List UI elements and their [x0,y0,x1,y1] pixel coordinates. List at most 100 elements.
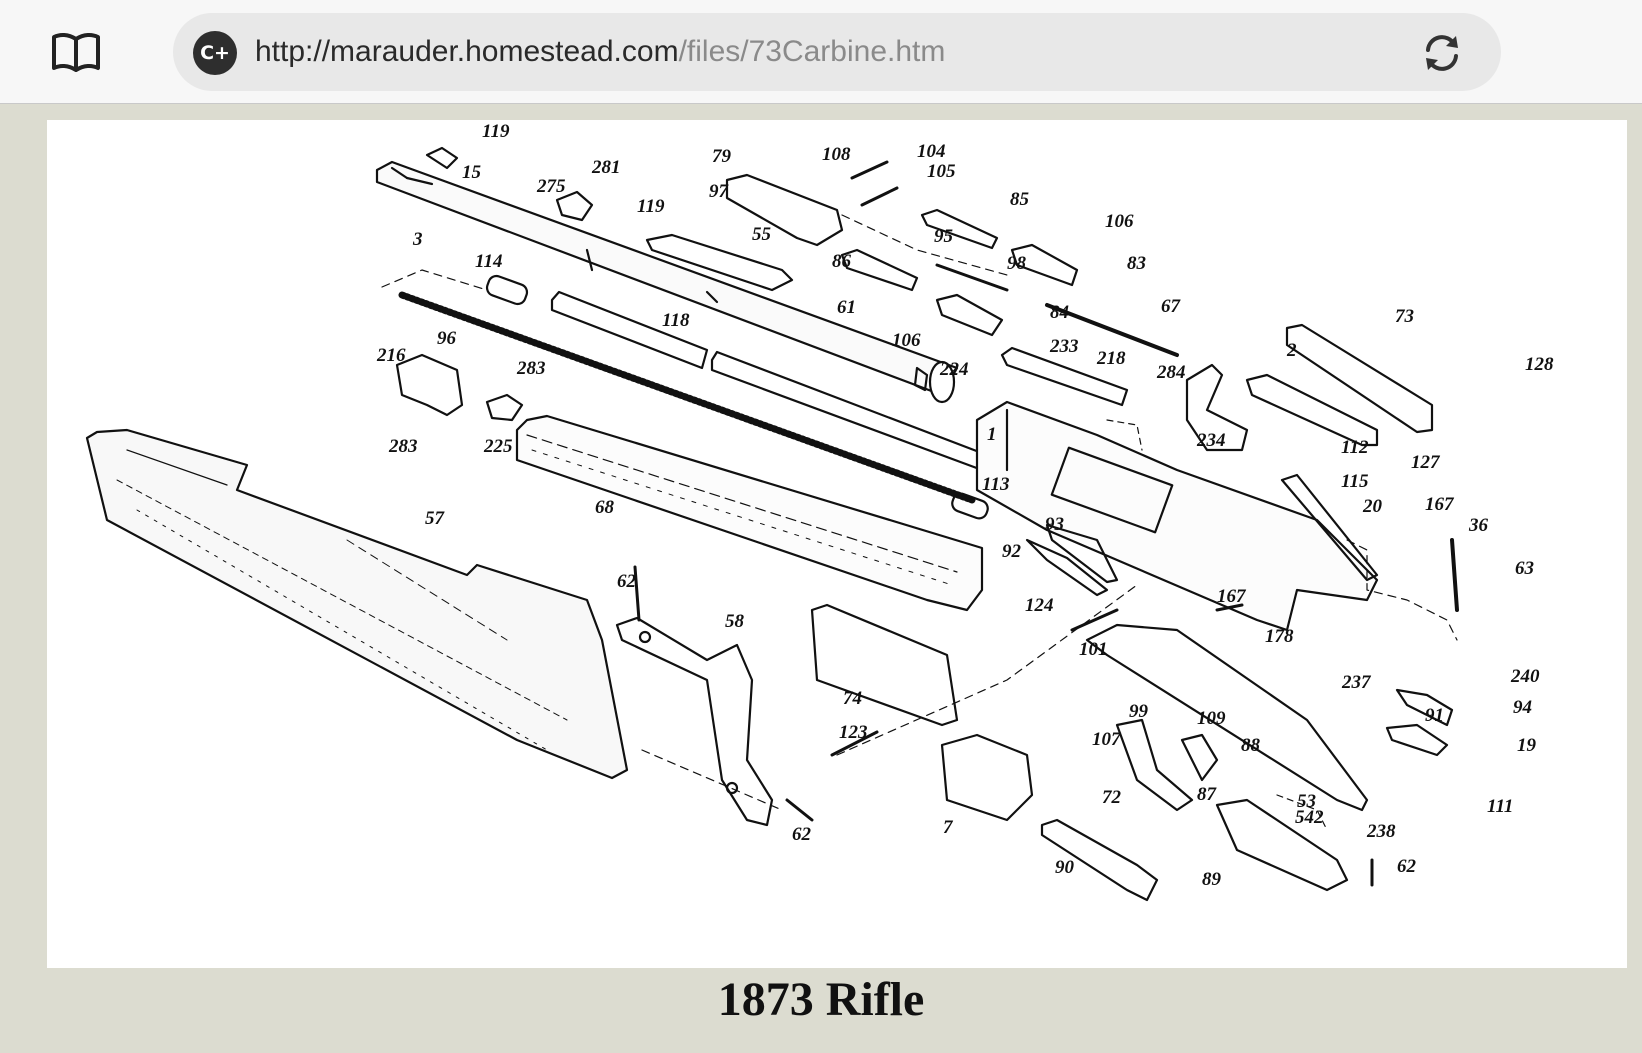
part-label: 106 [1105,211,1134,232]
part-label: 74 [843,688,862,709]
part-label: 85 [1010,189,1030,210]
part-label: 216 [376,345,406,366]
part-label: 73 [1395,306,1414,327]
sideplate [810,603,959,727]
part-label: 98 [1007,253,1027,274]
part-label: 93 [1045,514,1064,535]
part-label: 178 [1265,626,1294,647]
part-label: 86 [832,251,852,272]
part-label: 95 [934,226,954,247]
part-label: 53 [1297,791,1316,812]
part-label: 112 [1341,437,1369,458]
part-label: 107 [1092,729,1122,750]
part-label: 101 [1079,639,1108,660]
part-label: 238 [1366,821,1396,842]
part-label: 83 [1127,253,1146,274]
rod-104 [850,160,889,180]
part-label: 99 [1129,701,1149,722]
barrel [375,160,959,397]
magazine-tube-front [550,290,709,370]
link-86 [840,248,919,292]
part-label: 119 [637,196,665,217]
url-text[interactable]: http://marauder.homestead.com/files/73Ca… [255,13,945,91]
part-label: 106 [892,330,921,351]
part-label: 234 [1196,430,1226,451]
part-label: 275 [536,176,566,197]
magazine-spring [398,291,976,504]
lower-tang [1085,623,1369,812]
part-label: 2 [1286,340,1297,361]
part-label: 1 [987,424,997,445]
part-label: 15 [462,162,482,183]
part-label: 104 [917,141,946,162]
part-label: 111 [1487,796,1513,817]
part-label: 108 [822,144,851,165]
part-label: 62 [1397,856,1417,877]
part-label: 97 [709,181,730,202]
part-label: 90 [1055,857,1075,878]
part-label: 105 [927,161,956,182]
part-label: 84 [1050,302,1069,323]
part-label: 284 [1156,362,1186,383]
part-label: 62 [617,571,637,592]
url-path: /files/73Carbine.htm [678,35,946,68]
part-label: 91 [1425,705,1444,726]
butt-plate [615,616,774,827]
part-label: 36 [1468,515,1489,536]
part-label: 114 [475,251,502,272]
part-label: 94 [1513,697,1532,718]
part-label: 96 [437,328,457,349]
magazine-follower [485,274,529,306]
part-label: 233 [1049,336,1079,357]
receiver [975,400,1379,632]
rod-98 [935,263,1009,292]
dust-cover [1000,346,1129,407]
butt-stock [85,428,629,780]
link-84 [935,293,1004,337]
url-host: http://marauder.homestead.com [255,35,679,68]
address-bar[interactable]: C+ http://marauder.homestead.com/files/7… [173,13,1501,91]
part-label: 57 [425,508,446,529]
sideplate-127 [1245,373,1379,447]
exploded-parts-diagram: 119 15 281 275 3 119 55 79 108 104 105 9… [47,120,1627,968]
part-label: 20 [1362,496,1383,517]
part-label: 128 [1525,354,1554,375]
part-label: 92 [1002,541,1022,562]
part-label: 167 [1425,494,1455,515]
rod-105 [860,186,899,207]
part-label: 113 [982,474,1009,495]
part-label: 283 [388,436,418,457]
part-label: 240 [1510,666,1540,687]
trigger-guard [1215,798,1349,892]
firing-pin [645,233,794,292]
part-label: 218 [1096,348,1126,369]
link-85 [920,208,999,250]
part-label: 58 [725,611,745,632]
part-label: 115 [1341,471,1369,492]
part-label: 7 [943,817,954,838]
part-label: 109 [1197,708,1226,729]
breech-block [725,173,844,247]
rod-67 [1045,303,1179,357]
spring-63 [1450,538,1459,612]
part-label: 68 [595,497,615,518]
part-label: 124 [1025,595,1054,616]
part-labels: 119 15 281 275 3 119 55 79 108 104 105 9… [376,121,1554,890]
reload-icon[interactable] [1421,32,1463,74]
site-security-badge[interactable]: C+ [193,31,237,75]
part-label: 119 [482,121,510,142]
part-label: 19 [1517,735,1537,756]
part-label: 118 [662,310,690,331]
link-83 [1010,243,1079,287]
part-label: 79 [712,146,732,167]
follower-113 [951,492,989,520]
book-icon[interactable] [52,32,100,72]
carrier [940,733,1034,822]
part-label: 63 [1515,558,1534,579]
part-label: 127 [1411,452,1441,473]
part-label: 542 [1295,807,1324,828]
part-label: 237 [1341,672,1372,693]
forend [515,414,984,612]
part-label: 87 [1197,784,1218,805]
sideplate-73 [1285,323,1434,434]
